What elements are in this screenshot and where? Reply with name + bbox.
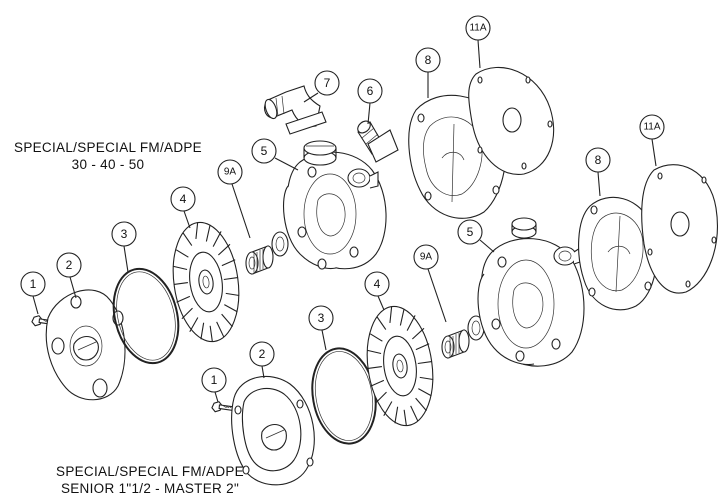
upper-callout-7: 7 <box>303 70 340 103</box>
upper-callout-3: 3 <box>111 221 137 273</box>
upper-callout-11a-label: 11A <box>469 23 486 34</box>
lower-impeller <box>359 301 441 431</box>
upper-callout-6-label: 6 <box>367 84 374 98</box>
lower-callout-4-label: 4 <box>374 277 381 291</box>
upper-callout-9a: 9A <box>217 159 251 239</box>
upper-hose-barb <box>357 120 399 163</box>
upper-callout-4-label: 4 <box>180 192 187 206</box>
lower-callout-1-label: 1 <box>211 373 218 387</box>
upper-callout-3-label: 3 <box>121 227 128 241</box>
lower-seal <box>441 315 485 359</box>
upper-elbow-fitting <box>263 85 327 135</box>
upper-callout-6: 6 <box>357 78 383 125</box>
upper-assembly <box>29 66 554 401</box>
lower-callout-8-label: 8 <box>595 153 602 167</box>
upper-o-ring <box>112 267 180 365</box>
upper-pump-body <box>283 140 387 270</box>
upper-seal <box>245 231 289 275</box>
upper-callout-8-label: 8 <box>425 53 432 67</box>
lower-callout-11a-label: 11A <box>643 122 660 133</box>
lower-assembly-title: SPECIAL/SPECIAL FM/ADPE SENIOR 1"1/2 - M… <box>42 463 258 497</box>
upper-callout-7-label: 7 <box>324 76 331 90</box>
lower-callout-1: 1 <box>201 367 227 403</box>
upper-callout-2: 2 <box>56 252 82 299</box>
lower-callout-8: 8 <box>585 147 611 197</box>
lower-callout-3: 3 <box>308 305 334 351</box>
lower-callout-11a: 11A <box>639 114 665 167</box>
upper-cover <box>45 289 126 401</box>
upper-callout-1-label: 1 <box>30 277 37 291</box>
lower-callout-2: 2 <box>249 341 275 379</box>
lower-callout-5: 5 <box>457 219 495 253</box>
upper-assembly-title: SPECIAL/SPECIAL FM/ADPE 30 - 40 - 50 <box>6 139 210 173</box>
lower-callout-4: 4 <box>364 271 390 311</box>
upper-callout-11a: 11A <box>465 15 491 69</box>
lower-assembly-title-line1: SPECIAL/SPECIAL FM/ADPE <box>56 464 244 479</box>
lower-assembly <box>209 164 718 486</box>
lower-gasket <box>641 164 718 294</box>
lower-callout-9a: 9A <box>413 244 447 323</box>
upper-callout-2-label: 2 <box>66 258 73 272</box>
lower-callouts: 1 2 3 4 9A 5 8 <box>201 114 665 403</box>
upper-callout-4: 4 <box>170 186 196 229</box>
lower-pump-body <box>477 217 585 367</box>
upper-callout-8: 8 <box>415 47 441 98</box>
lower-assembly-title-line2: SENIOR 1"1/2 - MASTER 2" <box>60 481 240 496</box>
lower-callout-2-label: 2 <box>259 347 266 361</box>
lower-callout-9a-label: 9A <box>420 252 433 263</box>
upper-assembly-title-line1: SPECIAL/SPECIAL FM/ADPE <box>14 140 202 155</box>
lower-cover <box>231 375 315 486</box>
upper-callouts: 1 2 3 4 9A 5 7 <box>20 15 491 315</box>
upper-callout-5-label: 5 <box>261 144 268 158</box>
lower-callout-3-label: 3 <box>318 311 325 325</box>
lower-bolt <box>209 395 235 419</box>
lower-callout-5-label: 5 <box>467 225 474 239</box>
upper-callout-9a-label: 9A <box>224 167 237 178</box>
upper-assembly-title-line2: 30 - 40 - 50 <box>71 157 145 172</box>
upper-gasket <box>468 66 554 175</box>
upper-callout-1: 1 <box>20 271 46 315</box>
lower-gasket-plate <box>578 196 658 311</box>
upper-callout-5: 5 <box>251 138 299 171</box>
